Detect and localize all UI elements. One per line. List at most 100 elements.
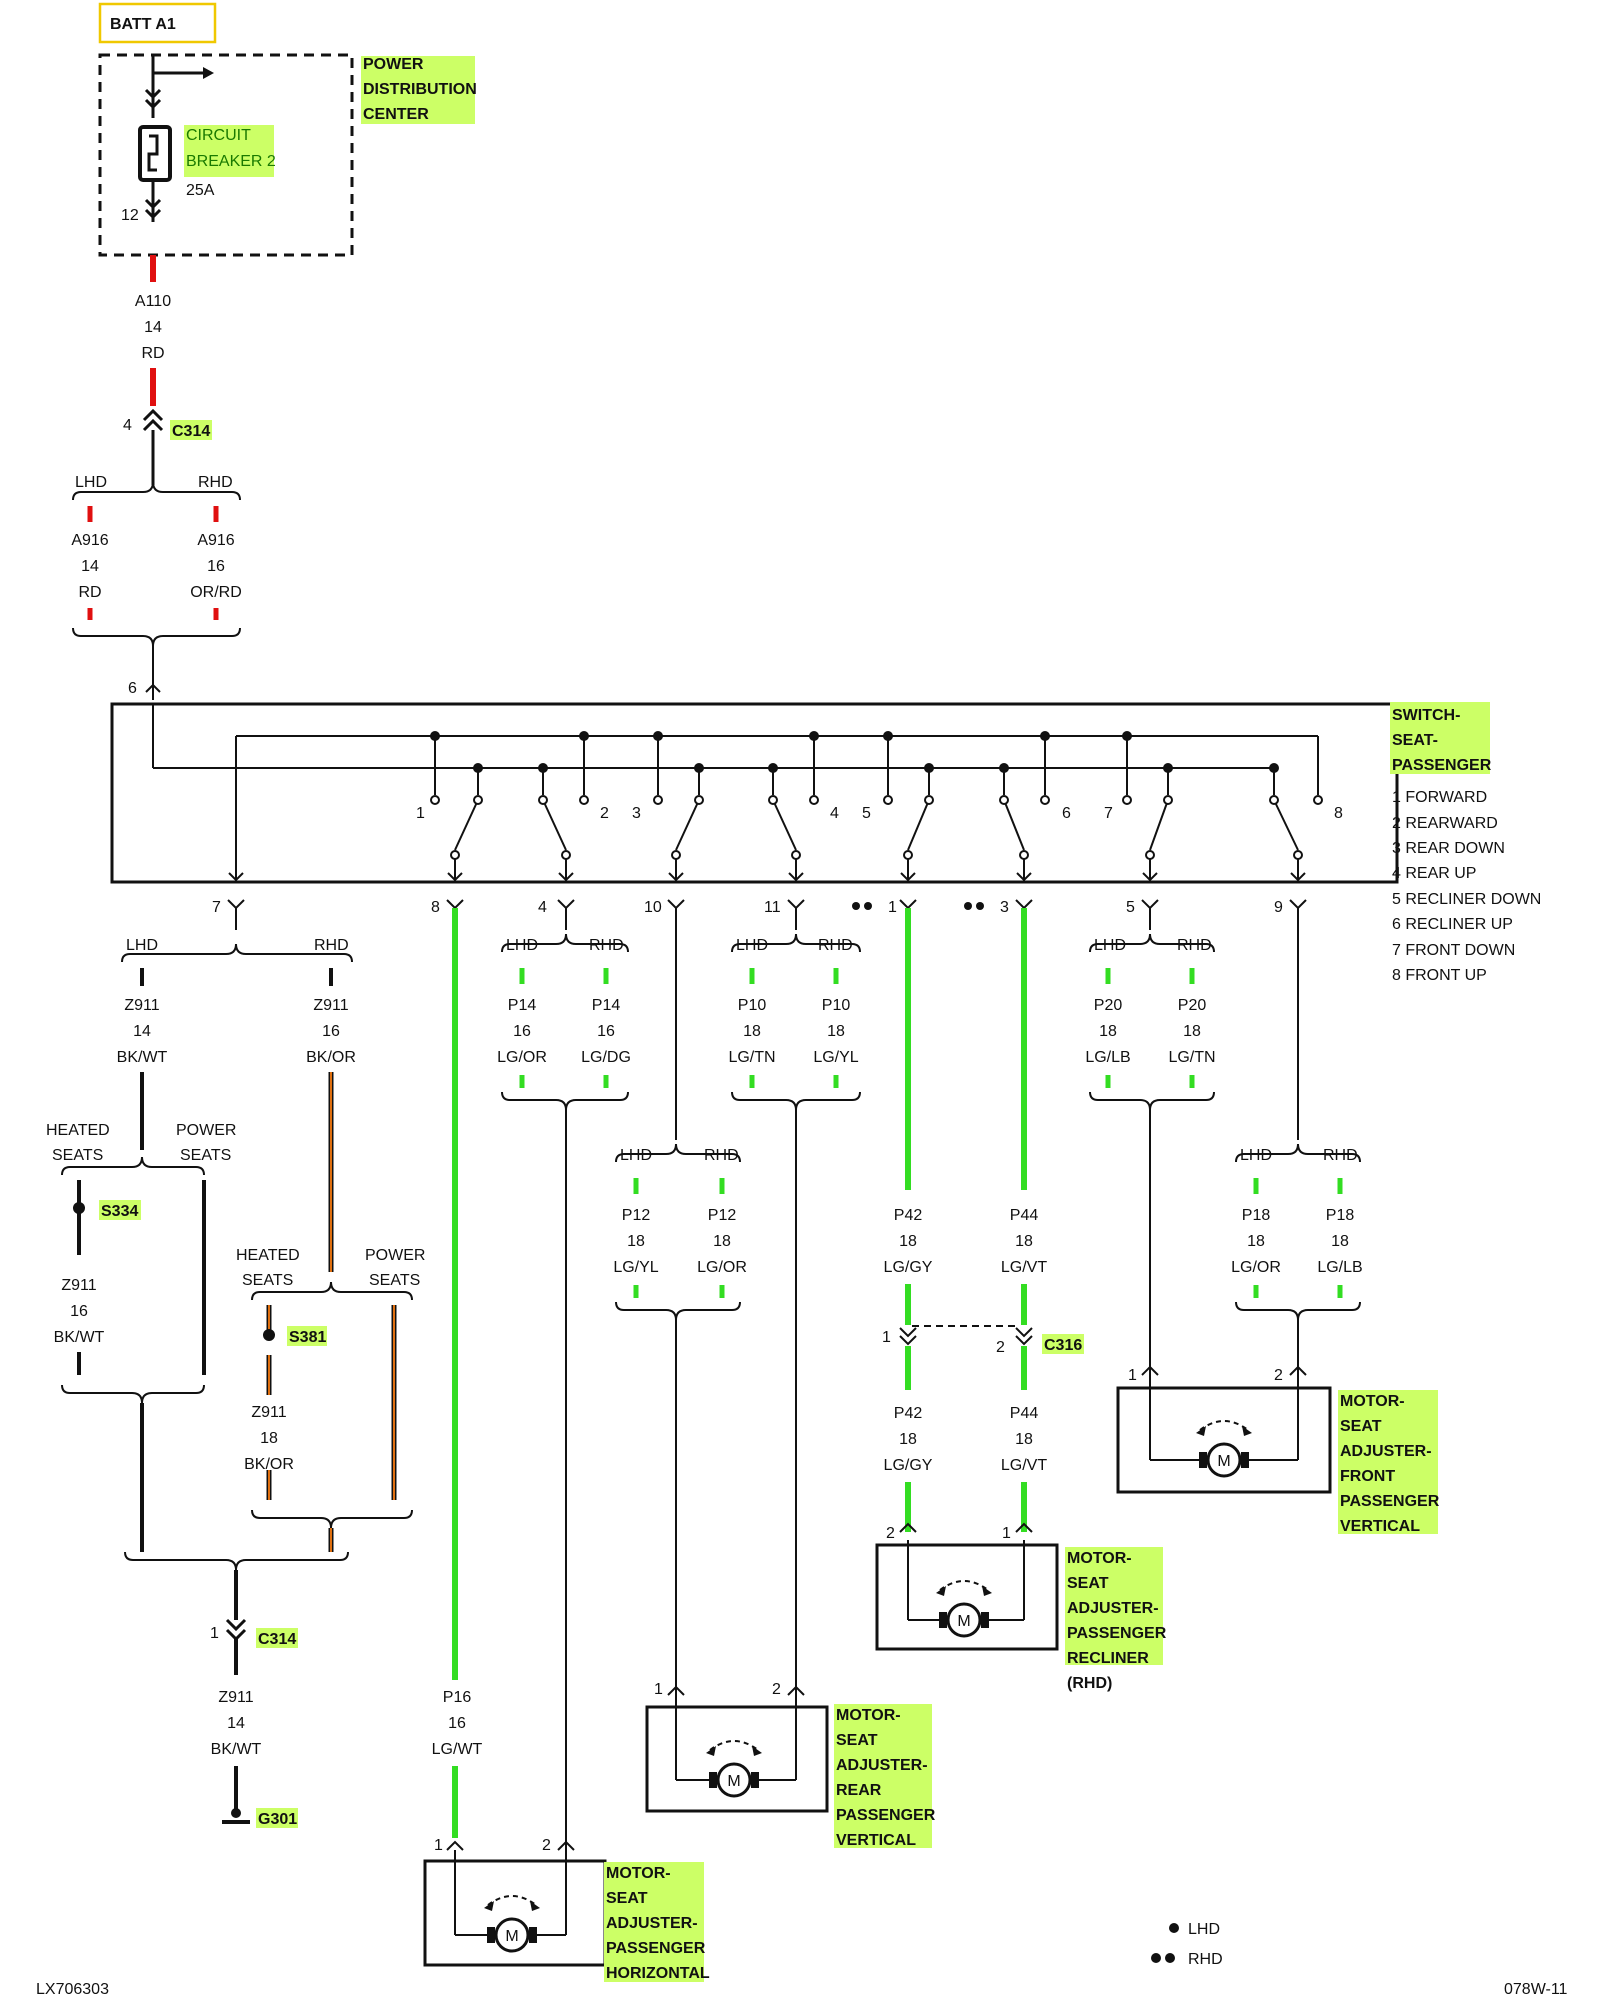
motor-m-recliner: M (957, 1613, 970, 1630)
front-motor-pin-1: 1 (1128, 1367, 1137, 1384)
p42-color: LG/GY (884, 1259, 933, 1276)
c316-pin-2: 2 (996, 1339, 1005, 1356)
gnd-rhd: RHD (314, 937, 349, 954)
motor-m-front: M (1217, 1453, 1230, 1470)
heated-2a: HEATED (236, 1247, 300, 1264)
out-pin-8: 8 (431, 899, 440, 916)
recliner-name-4: PASSENGER (1067, 1625, 1167, 1642)
a916-rhd-gauge: 16 (207, 558, 225, 575)
breaker-label-2: BREAKER 2 (186, 153, 276, 170)
feed-rhd: RHD (198, 474, 233, 491)
heated-2b: SEATS (242, 1272, 293, 1289)
a916-rhd-circuit: A916 (197, 532, 234, 549)
p10-rhd-color: LG/YL (813, 1049, 858, 1066)
p20-lhd-gauge: 18 (1099, 1023, 1117, 1040)
recliner-name-5: RECLINER (1067, 1650, 1149, 1667)
p10-rhd-circuit: P10 (822, 997, 851, 1014)
p20-rhd: RHD (1177, 937, 1212, 954)
motor-front-vertical: M (1116, 1365, 1332, 1494)
p12-rhd: RHD (704, 1147, 739, 1164)
rear-name-1: MOTOR- (836, 1707, 901, 1724)
p20-rhd-gauge: 18 (1183, 1023, 1201, 1040)
p10-lhd-circuit: P10 (738, 997, 767, 1014)
horiz-name-5: HORIZONTAL (606, 1965, 710, 1982)
p16-color: LG/WT (432, 1741, 483, 1758)
out-pin-3: 3 (1000, 899, 1009, 916)
z911-lhd-gauge: 14 (133, 1023, 151, 1040)
p42-circuit: P42 (894, 1207, 923, 1224)
front-name-3: ADJUSTER- (1340, 1443, 1432, 1460)
front-name-4: FRONT (1340, 1468, 1395, 1485)
c314-pin-4: 4 (123, 417, 132, 434)
out-pin-1: 1 (888, 899, 897, 916)
p14-rhd: RHD (589, 937, 624, 954)
power-1b: SEATS (180, 1147, 231, 1164)
pdc-label-2: DISTRIBUTION (363, 81, 477, 98)
z911-s381-gauge: 18 (260, 1430, 278, 1447)
p20-lhd-color: LG/LB (1085, 1049, 1130, 1066)
p20-lhd-circuit: P20 (1094, 997, 1123, 1014)
p12-lhd-gauge: 18 (627, 1233, 645, 1250)
p18-rhd-gauge: 18 (1331, 1233, 1349, 1250)
p44b-circuit: P44 (1010, 1405, 1039, 1422)
c316-pin-1: 1 (882, 1329, 891, 1346)
a916-lhd-color: RD (78, 584, 101, 601)
out-pin-5: 5 (1126, 899, 1135, 916)
motor-horizontal: M (423, 1840, 607, 1967)
c314-label-bottom: C314 (258, 1631, 296, 1648)
legend-5: 5 RECLINER DOWN (1392, 891, 1541, 908)
legend-rhd: RHD (1188, 1951, 1223, 1968)
p14-lhd-circuit: P14 (508, 997, 537, 1014)
front-name-5: PASSENGER (1340, 1493, 1440, 1510)
switch-name-1: SWITCH- (1392, 707, 1460, 724)
feed-lhd: LHD (75, 474, 107, 491)
p44b-gauge: 18 (1015, 1431, 1033, 1448)
p42b-circuit: P42 (894, 1405, 923, 1422)
horiz-name-4: PASSENGER (606, 1940, 706, 1957)
switch-legend: 1 FORWARD 2 REARWARD 3 REAR DOWN 4 REAR … (1392, 789, 1541, 984)
rear-name-4: REAR (836, 1782, 882, 1799)
z911-s334-color-b: BK/WT (54, 1329, 105, 1346)
legend-1: 1 FORWARD (1392, 789, 1487, 806)
splice-s381: S381 (289, 1329, 326, 1346)
p16-gauge: 16 (448, 1715, 466, 1732)
power-2b: SEATS (369, 1272, 420, 1289)
pdc-label-3: CENTER (363, 106, 429, 123)
z911-lhd-color: BK/WT (117, 1049, 168, 1066)
p14-lhd-color: LG/OR (497, 1049, 547, 1066)
contact-1: 1 (416, 805, 425, 822)
front-name-1: MOTOR- (1340, 1393, 1405, 1410)
p18-lhd-circuit: P18 (1242, 1207, 1271, 1224)
rear-name-5: PASSENGER (836, 1807, 936, 1824)
breaker-label-1: CIRCUIT (186, 127, 251, 144)
p44-circuit: P44 (1010, 1207, 1039, 1224)
z911-rhd-gauge: 16 (322, 1023, 340, 1040)
footer-left: LX706303 (36, 1981, 109, 1998)
recliner-name-1: MOTOR- (1067, 1550, 1132, 1567)
out-pin-4: 4 (538, 899, 547, 916)
p12-rhd-gauge: 18 (713, 1233, 731, 1250)
z911-rhd-color: BK/OR (306, 1049, 356, 1066)
footer-right: 078W-11 (1504, 1981, 1568, 1998)
horiz-name-2: SEAT (606, 1890, 648, 1907)
recliner-pin-1: 1 (1002, 1525, 1011, 1542)
power-1a: POWER (176, 1122, 236, 1139)
recliner-note: (RHD) (1067, 1675, 1112, 1692)
front-motor-pin-2: 2 (1274, 1367, 1283, 1384)
horiz-name-1: MOTOR- (606, 1865, 671, 1882)
breaker-rating: 25A (186, 182, 215, 199)
out-pin-9: 9 (1274, 899, 1283, 916)
p44-gauge: 18 (1015, 1233, 1033, 1250)
p14-rhd-gauge: 16 (597, 1023, 615, 1040)
switch-name-2: SEAT- (1392, 732, 1438, 749)
p12-rhd-circuit: P12 (708, 1207, 737, 1224)
a110-gauge: 14 (144, 319, 162, 336)
p10-lhd-color: LG/TN (728, 1049, 775, 1066)
legend-6: 6 RECLINER UP (1392, 916, 1513, 933)
legend-4: 4 REAR UP (1392, 865, 1476, 882)
ground-g301: G301 (258, 1811, 297, 1828)
batt-label: BATT A1 (110, 16, 176, 33)
p44-color: LG/VT (1001, 1259, 1047, 1276)
c314-label-top: C314 (172, 423, 210, 440)
